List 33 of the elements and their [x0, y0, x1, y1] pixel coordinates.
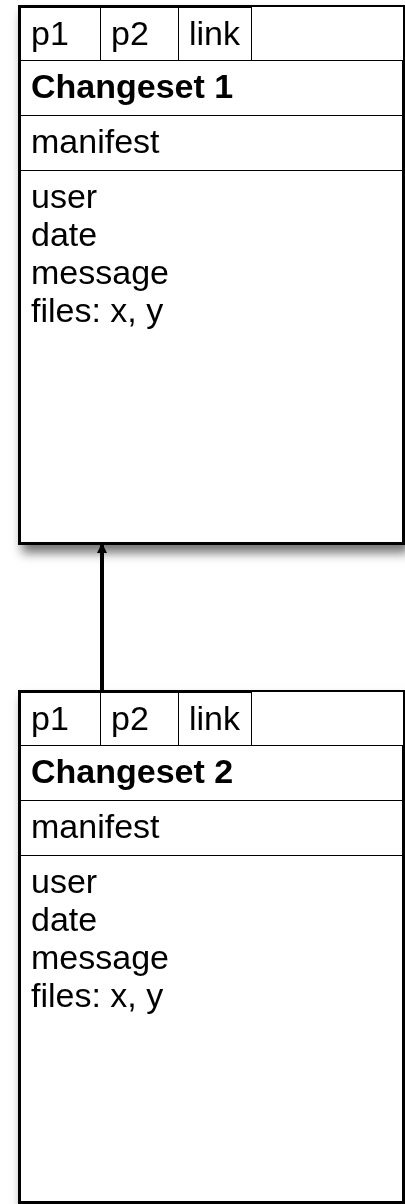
field-list-cell — [20, 170, 403, 543]
record-field-cell — [20, 800, 403, 857]
field-text: Changeset 2 — [31, 752, 235, 790]
record-field-cell — [20, 7, 102, 62]
field-text: user — [31, 177, 99, 215]
field-text: p1 — [31, 14, 70, 52]
field-text: manifest — [31, 122, 161, 160]
field-text: p2 — [111, 14, 150, 52]
field-text: files: x, y — [31, 976, 165, 1014]
record-field-cell — [178, 692, 252, 747]
record-field-cell — [20, 60, 403, 117]
record-box — [18, 5, 405, 545]
field-text: link — [189, 699, 242, 737]
record-field-cell — [100, 692, 180, 747]
record-field-cell — [100, 7, 180, 62]
field-text: date — [31, 215, 99, 253]
field-text: p1 — [31, 699, 70, 737]
field-text: user — [31, 862, 99, 900]
field-text: manifest — [31, 807, 161, 845]
record-box — [18, 690, 405, 1204]
record-field-cell — [20, 115, 403, 172]
field-text: files: x, y — [31, 291, 165, 329]
record-field-cell — [178, 7, 252, 62]
field-text: p2 — [111, 699, 150, 737]
field-text: date — [31, 900, 99, 938]
field-text: message — [31, 253, 170, 291]
field-text: message — [31, 938, 170, 976]
field-text: Changeset 1 — [31, 67, 235, 105]
field-text: link — [189, 14, 242, 52]
record-field-cell — [20, 745, 403, 802]
field-list-cell — [20, 855, 403, 1202]
record-field-cell — [20, 692, 102, 747]
arrow — [97, 543, 107, 692]
